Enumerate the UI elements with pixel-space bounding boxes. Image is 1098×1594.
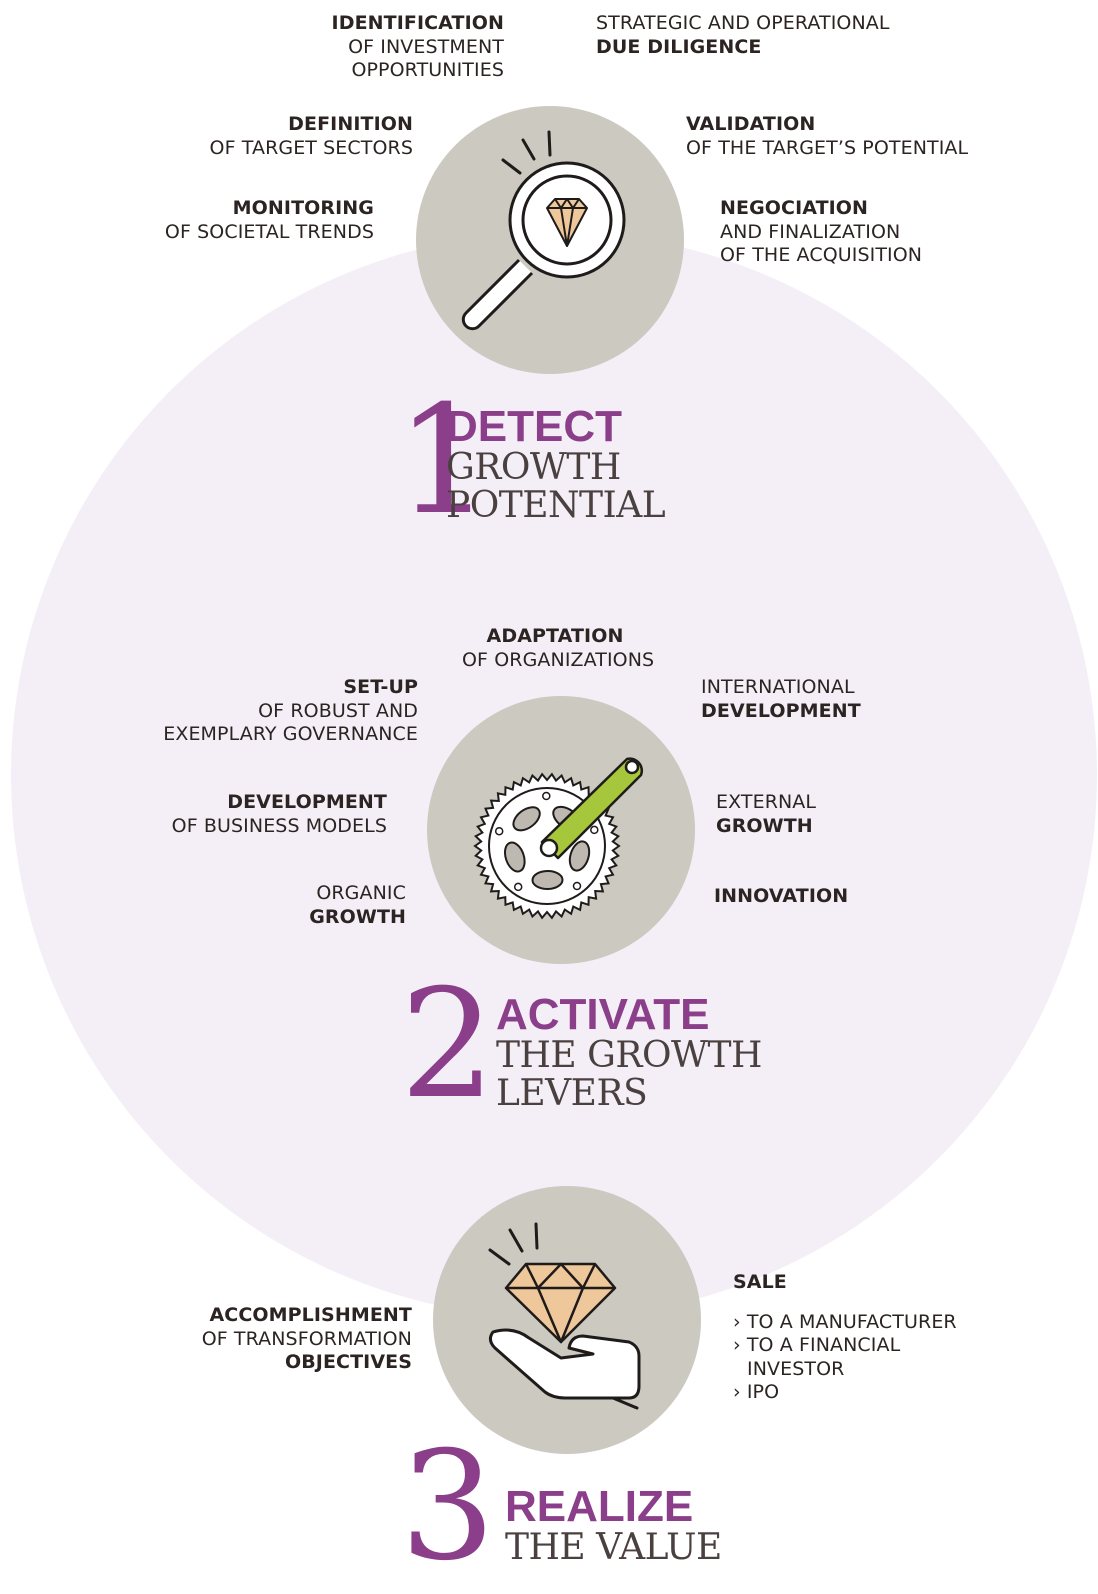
sale-item: › IPO [733,1381,780,1403]
label-monitoring: MONITORING OF SOCIETAL TRENDS [164,197,374,243]
step3-number: 3 [400,1420,496,1594]
step1-number: 1 [396,374,492,548]
step1-subtitle-line1: GROWTH [446,447,621,488]
label-accomplishment: ACCOMPLISHMENT OF TRANSFORMATION OBJECTI… [201,1304,412,1373]
sale-item: INVESTOR [747,1357,845,1380]
step3-heading: REALIZE [505,1482,694,1531]
chainring-bolt [542,791,551,801]
label-innovation: INNOVATION [714,885,849,907]
detect-disc [416,106,684,374]
hand-holding-diamond-icon [488,1222,641,1410]
step3-subtitle-line1: THE VALUE [505,1527,722,1568]
chainring-bolt [513,882,523,892]
chainring-bolt [494,826,504,836]
crankset-gear-icon [473,757,644,920]
step2-heading: ACTIVATE [496,990,710,1039]
label-external: EXTERNAL GROWTH [716,791,817,837]
label-adaptation: ADAPTATION OF ORGANIZATIONS [462,625,655,671]
activate-disc [427,696,695,964]
sale-item: › TO A FINANCIAL [733,1334,901,1356]
label-international: INTERNATIONAL DEVELOPMENT [701,676,861,722]
step2-subtitle-line1: THE GROWTH [496,1035,762,1076]
label-development: DEVELOPMENT OF BUSINESS MODELS [171,791,387,837]
label-identification: IDENTIFICATION OF INVESTMENT OPPORTUNITI… [331,12,504,81]
label-sale: SALE › TO A MANUFACTURER › TO A FINANCIA… [733,1271,957,1403]
label-validation: VALIDATION OF THE TARGET’S POTENTIAL [686,113,969,159]
label-due-diligence: STRATEGIC AND OPERATIONAL DUE DILIGENCE [596,12,890,58]
label-negociation: NEGOCIATION AND FINALIZATION OF THE ACQU… [720,197,923,266]
chainring-bolt [590,825,599,835]
chainring-cutout [531,869,564,891]
chainring-cutout [568,840,591,872]
chainring-cutout [512,806,541,832]
sale-item: › TO A MANUFACTURER [733,1310,957,1333]
step1-subtitle-line2: POTENTIAL [446,485,666,526]
step2-subtitle-line2: LEVERS [496,1073,648,1114]
label-organic: ORGANIC GROWTH [309,882,406,928]
realize-disc [433,1186,701,1454]
magnifier-diamond-icon [461,130,626,331]
label-setup: SET-UP OF ROBUST AND EXEMPLARY GOVERNANC… [163,676,418,745]
chainring-cutout [504,841,526,873]
step2-number: 2 [400,958,496,1132]
label-definition: DEFINITION OF TARGET SECTORS [209,113,413,159]
step1-heading: DETECT [446,402,622,451]
chainring-bolt [572,881,582,891]
